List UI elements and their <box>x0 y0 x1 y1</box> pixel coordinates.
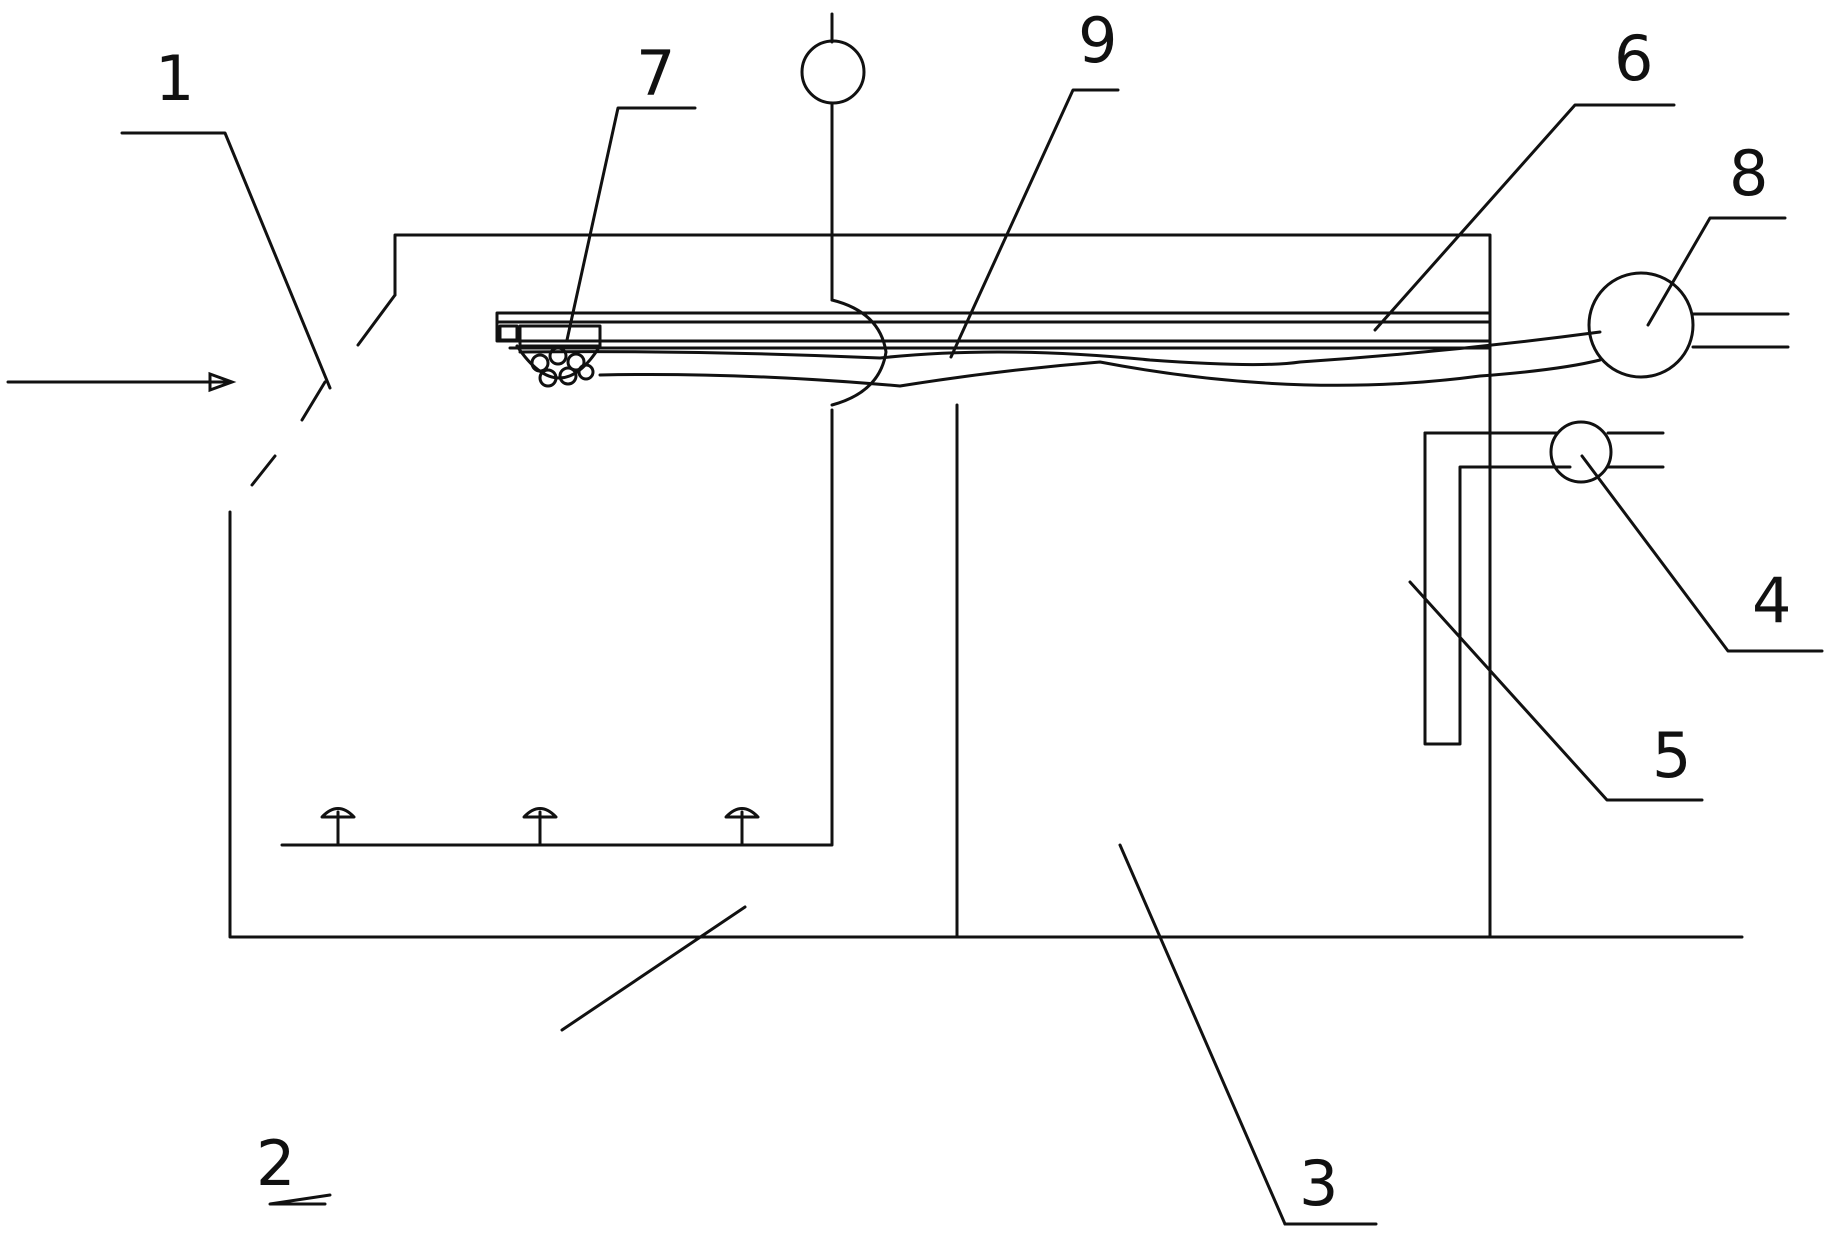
label-7: 7 <box>636 37 675 110</box>
aeration-zone <box>280 408 834 847</box>
label-3: 3 <box>1299 1147 1338 1220</box>
leader-lines <box>120 88 1824 1226</box>
label-5: 5 <box>1652 719 1691 792</box>
tank-outline <box>228 233 1744 939</box>
rail-assembly <box>495 311 1492 388</box>
label-6: 6 <box>1614 22 1653 95</box>
cable-belt <box>518 330 1602 388</box>
mixer-motor <box>800 12 888 407</box>
drive-wheel <box>1587 271 1790 379</box>
label-4: 4 <box>1752 564 1791 637</box>
outlet-pipe <box>1423 420 1665 746</box>
label-2: 2 <box>256 1127 295 1200</box>
label-1: 1 <box>155 42 194 115</box>
label-8: 8 <box>1729 137 1768 210</box>
label-9: 9 <box>1078 4 1117 77</box>
inflow-arrow <box>6 371 237 393</box>
